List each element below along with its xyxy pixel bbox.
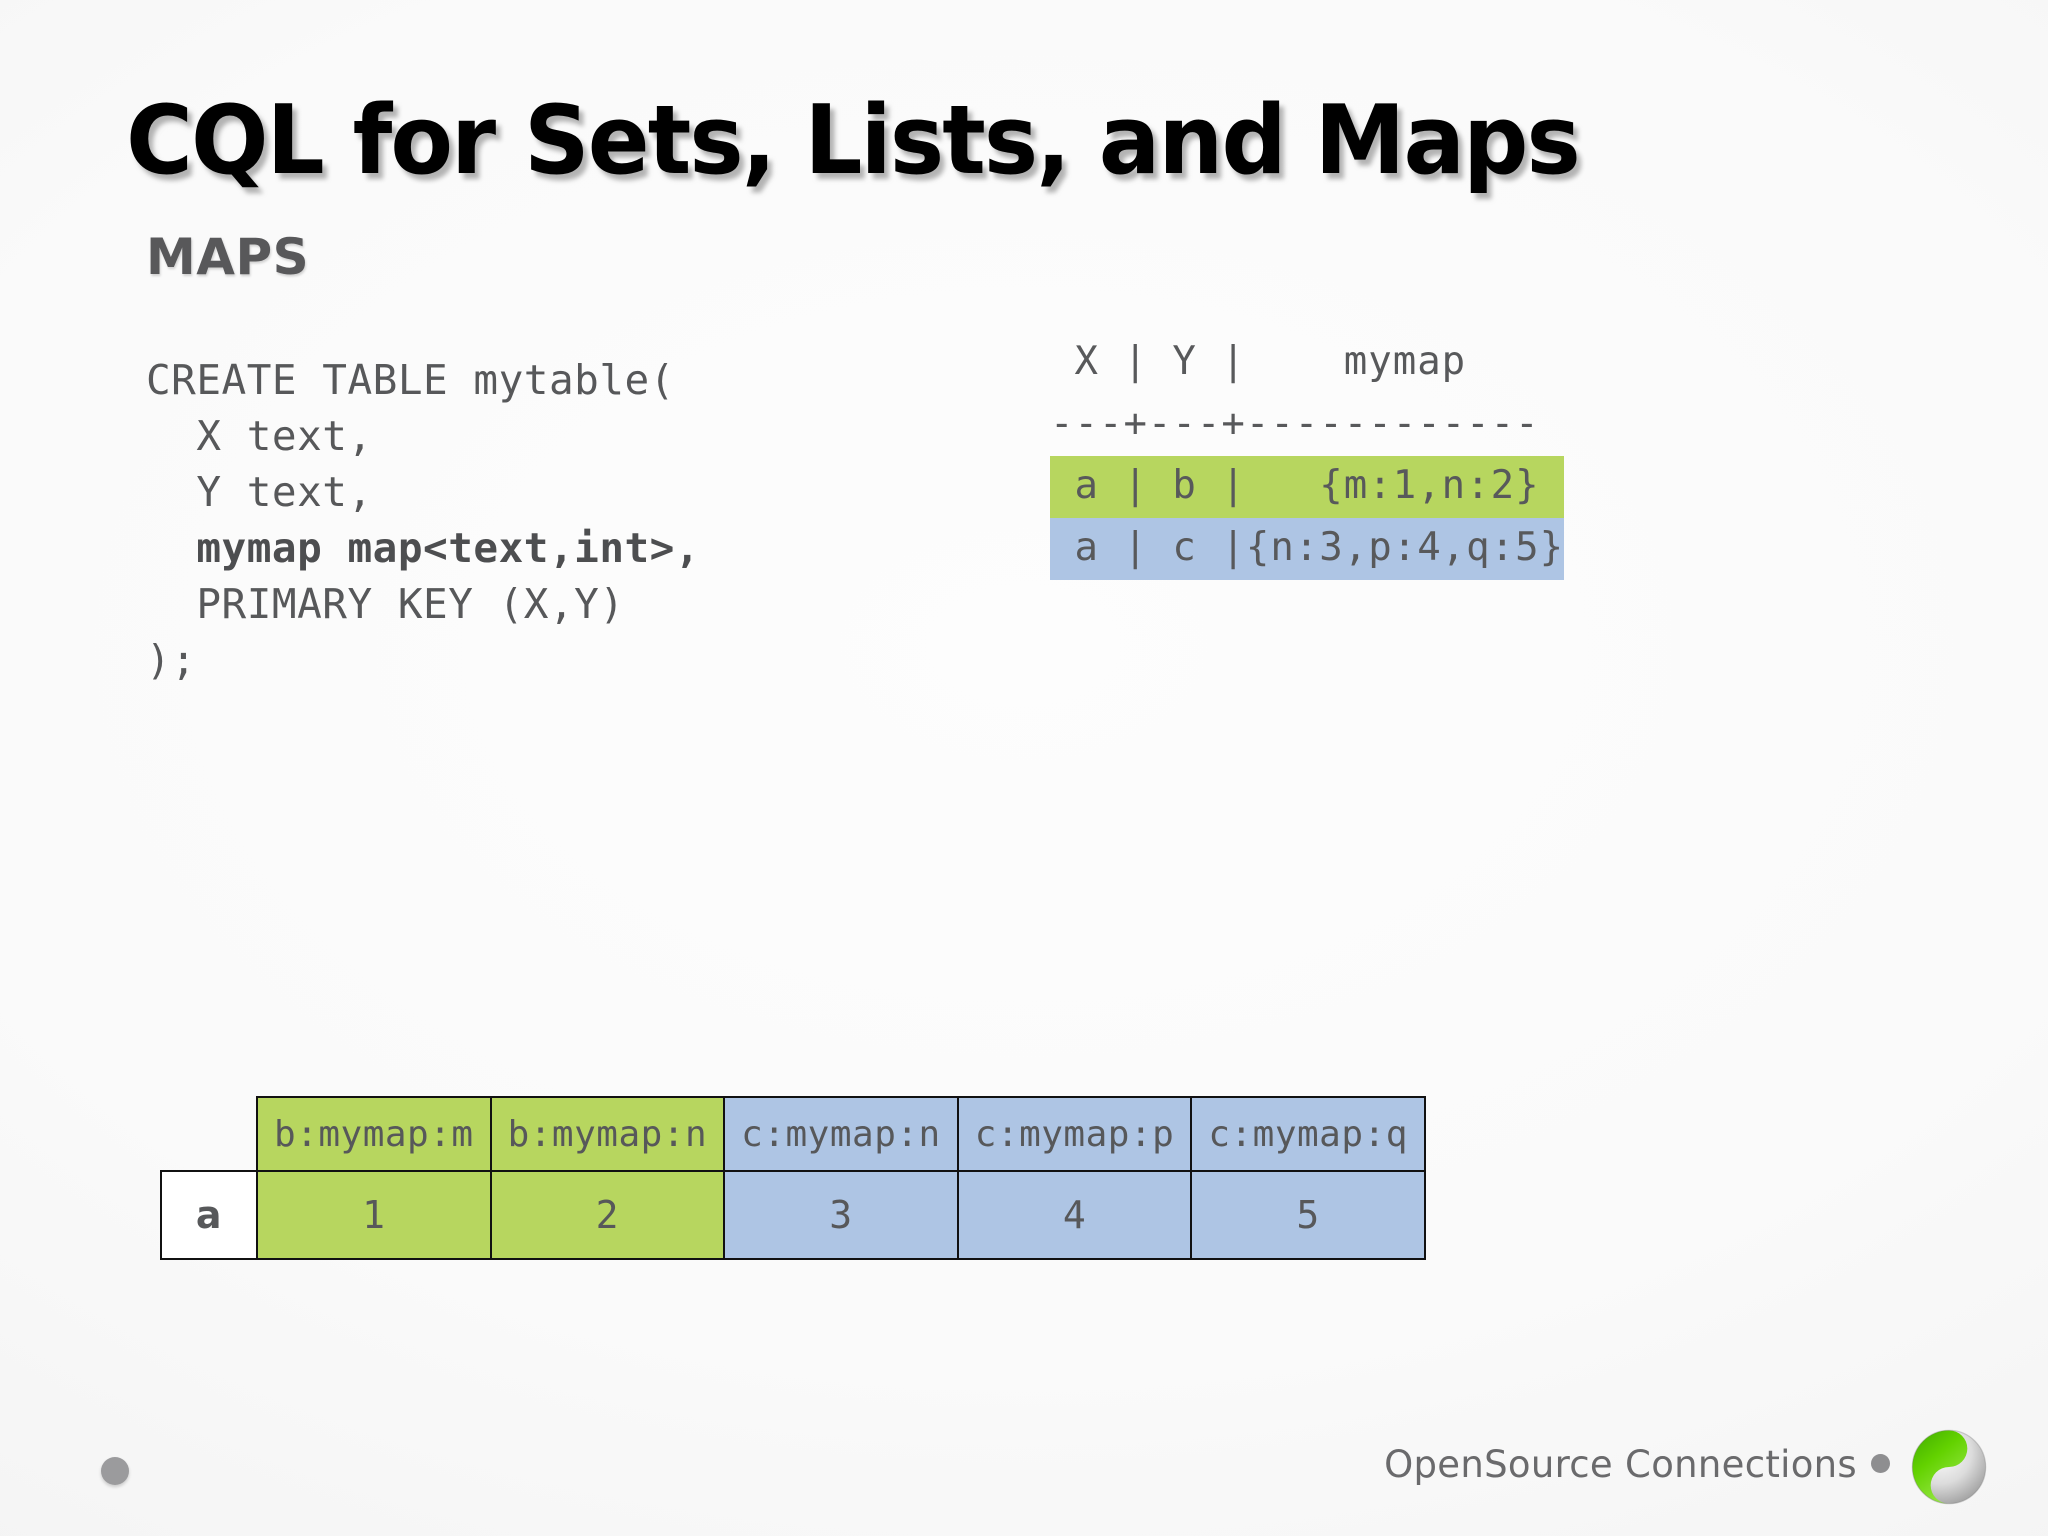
code-line: mymap map<text,int>, <box>146 524 701 572</box>
page-title: CQL for Sets, Lists, and Maps <box>126 86 1581 196</box>
opensource-connections-logo-icon <box>1910 1428 1988 1506</box>
table-column-header: c:mymap:q <box>1190 1096 1426 1172</box>
footer-brand: OpenSource Connections <box>1384 1443 1890 1486</box>
table-cell-value: 5 <box>1190 1170 1426 1260</box>
code-line: PRIMARY KEY (X,Y) <box>146 580 625 628</box>
table-cell-value: 1 <box>256 1170 492 1260</box>
cql-schema-code-block: CREATE TABLE mytable( X text, Y text, my… <box>146 352 700 688</box>
table-column-header: b:mymap:m <box>256 1096 492 1172</box>
code-line: CREATE TABLE mytable( <box>146 356 675 404</box>
footer-bullet-icon <box>101 1457 129 1485</box>
code-line: ); <box>146 636 197 684</box>
code-line: Y text, <box>146 468 373 516</box>
footer-brand-label: OpenSource Connections <box>1384 1443 1857 1486</box>
table-cell-value: 3 <box>723 1170 959 1260</box>
code-line: X text, <box>146 412 373 460</box>
cql-output-header: X | Y | mymap <box>1050 339 1467 384</box>
table-cell-value: 4 <box>956 1170 1193 1260</box>
cql-output-separator: ---+---+------------ <box>1050 401 1540 446</box>
table-cell-value: 2 <box>489 1170 726 1260</box>
cql-output-block: X | Y | mymap ---+---+------------ a | b … <box>1050 332 1565 580</box>
cql-output-row: a | b | {m:1,n:2} <box>1050 456 1565 518</box>
table-column-header: c:mymap:p <box>956 1096 1193 1172</box>
table-row-key: a <box>160 1170 258 1260</box>
cql-output-row: a | c |{n:3,p:4,q:5} <box>1050 518 1565 580</box>
footer-separator-dot-icon <box>1871 1454 1890 1473</box>
table-column-header: c:mymap:n <box>723 1096 959 1172</box>
table-corner-cell <box>161 1097 257 1171</box>
section-heading: MAPS <box>146 228 310 286</box>
table-column-header: b:mymap:n <box>489 1096 726 1172</box>
